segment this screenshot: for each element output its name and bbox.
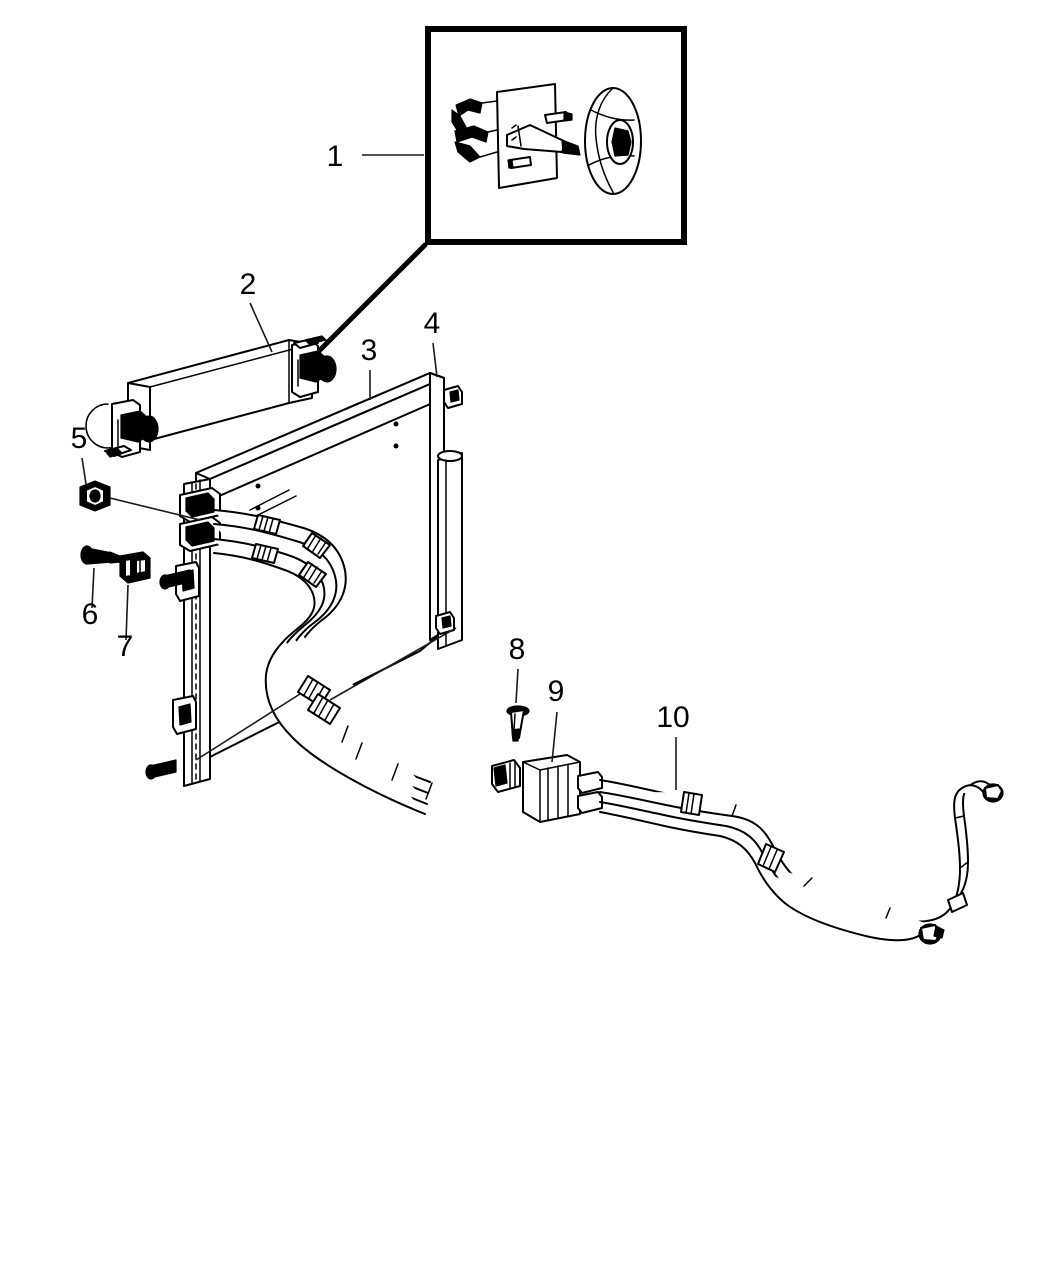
leader-9 xyxy=(551,711,558,763)
leader-7 xyxy=(125,584,129,641)
transmission-cooler-line xyxy=(599,779,1004,945)
nut-leader-line xyxy=(109,497,201,521)
bolt-screw xyxy=(80,545,121,565)
condenser-to-hose-leader xyxy=(195,693,301,761)
callout-label-3: 3 xyxy=(361,334,378,367)
nut xyxy=(79,480,111,512)
cooler-line-port-block xyxy=(179,487,221,552)
callout-numbers: 1 2 3 4 5 6 7 8 9 10 xyxy=(71,140,690,734)
cooler-right-fitting xyxy=(291,335,337,398)
callout-label-1: 1 xyxy=(327,140,344,173)
callout-label-9: 9 xyxy=(548,675,565,708)
leader-8 xyxy=(515,668,519,704)
cooler-left-fitting xyxy=(85,399,159,458)
fastener-pin xyxy=(506,111,581,169)
leader-4 xyxy=(432,342,438,378)
line-coupling-connector xyxy=(491,754,603,823)
line-end-fitting-upper xyxy=(982,783,1004,803)
leader-5 xyxy=(81,457,87,485)
line-segment-ticks xyxy=(731,804,969,919)
push-pin-rivet xyxy=(506,705,530,742)
callout-label-7: 7 xyxy=(117,630,134,663)
condenser-mid-bolt xyxy=(159,569,191,590)
detail-view-box xyxy=(425,26,687,245)
transmission-oil-cooler xyxy=(85,335,337,458)
retainer-clip xyxy=(119,551,151,584)
hose-crimp-bands xyxy=(251,514,341,725)
callout-leader-lines xyxy=(81,154,677,790)
inset-to-cooler-pointer xyxy=(315,242,428,355)
fan-blade xyxy=(584,87,642,195)
callout-label-4: 4 xyxy=(424,307,441,340)
leader-6 xyxy=(91,567,95,609)
hose-segment-ticks xyxy=(341,725,433,800)
line-crimp-bands xyxy=(680,791,968,913)
callout-label-2: 2 xyxy=(240,268,257,301)
condenser-side-tank xyxy=(429,372,463,650)
transmission-cooler-hose-assembly xyxy=(213,509,433,815)
callout-label-10: 10 xyxy=(656,701,689,734)
leader-2 xyxy=(249,302,273,353)
line-end-fitting-lower xyxy=(918,923,945,945)
hose-to-tank-leader xyxy=(329,627,457,701)
callout-label-6: 6 xyxy=(82,598,99,631)
callout-label-5: 5 xyxy=(71,422,88,455)
callout-label-8: 8 xyxy=(509,633,526,666)
condenser-lower-bolt xyxy=(145,759,177,780)
